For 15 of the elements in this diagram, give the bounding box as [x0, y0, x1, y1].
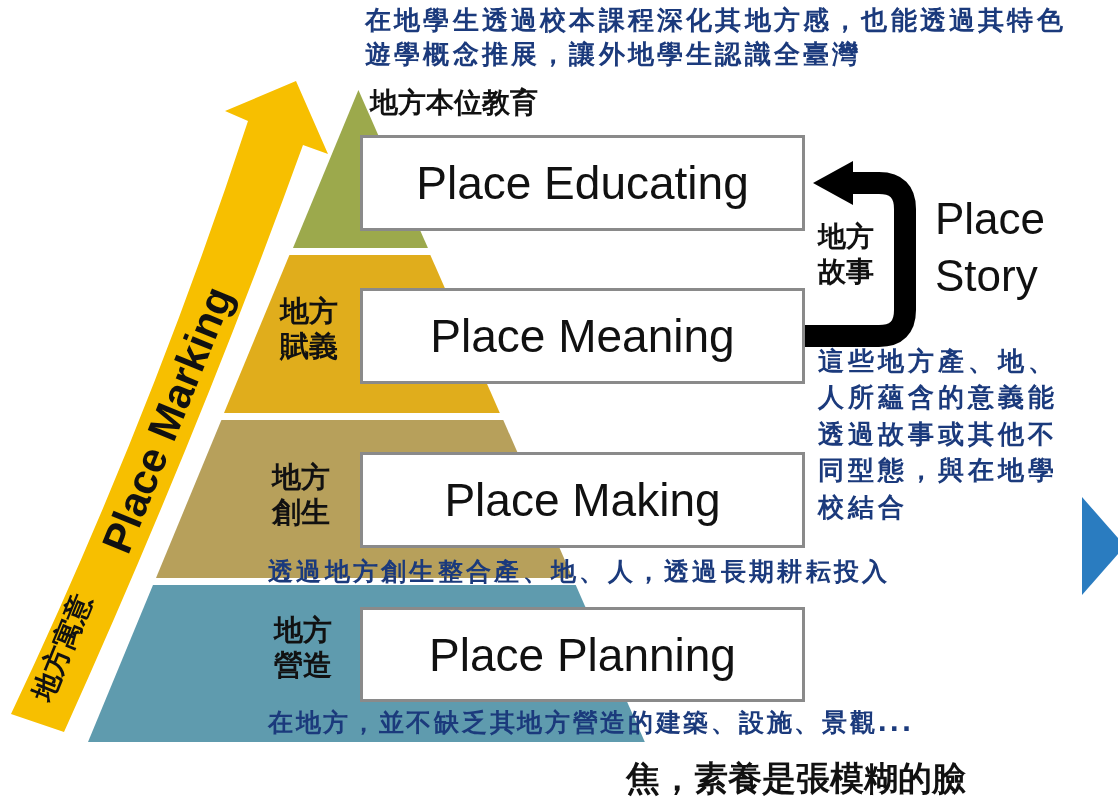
tier-label: 地方賦義: [280, 294, 339, 364]
description-text: 在地學生透過校本課程深化其地方感，也能透過其特色遊學概念推展，讓外地學生認識全臺灣: [365, 4, 1067, 71]
level-box: Place Educating: [360, 135, 805, 231]
caption-text: 焦，素養是張模糊的臉: [626, 758, 966, 799]
level-box: Place Making: [360, 452, 805, 548]
tier-label: 地方創生: [272, 460, 331, 530]
description-text: 這些地方產、地、人所蘊含的意義能透過故事或其他不同型態，與在地學校結合: [818, 345, 1059, 524]
tier-heading: 地方本位教育: [370, 86, 538, 120]
side-title: Place Story: [935, 193, 1047, 303]
tier-label: 地方營造: [274, 613, 333, 683]
curved-arrow: [805, 161, 916, 347]
level-box: Place Planning: [360, 607, 805, 702]
arrow-label: 地方寓意: [25, 589, 99, 707]
level-box: Place Meaning: [360, 288, 805, 384]
edge-label: 地方故事: [818, 219, 875, 289]
